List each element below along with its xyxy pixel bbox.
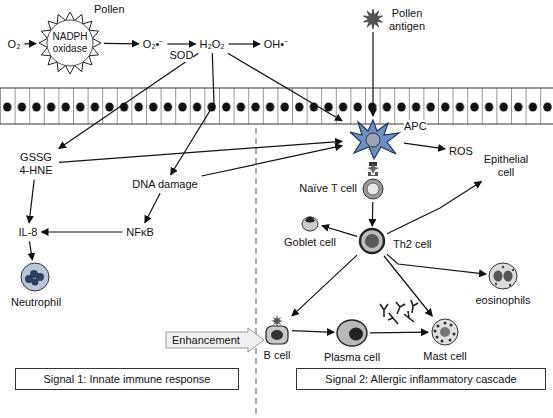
connector-arrow xyxy=(104,43,139,45)
node-label: B cell xyxy=(264,349,291,362)
node-label: H₂O₂ xyxy=(199,38,224,51)
enhancement-arrow: Enhancement xyxy=(166,328,264,352)
goblet-cell: Goblet cell xyxy=(300,212,320,232)
pollen-antigen: Pollen antigen xyxy=(362,8,384,30)
connector-arrow xyxy=(167,43,195,44)
node-label: Th2 cell xyxy=(393,238,432,251)
connector-arrow xyxy=(384,256,432,316)
node-shape xyxy=(300,212,320,232)
b-cell: B cell xyxy=(264,315,290,345)
node-label: ROS xyxy=(449,145,473,158)
ros-label: ROS xyxy=(447,144,475,159)
node-label: GSSG 4-HNE xyxy=(17,151,55,176)
node-label: DNA damage xyxy=(132,178,197,191)
chemical-label: H₂O₂ xyxy=(197,37,226,52)
divider-line xyxy=(255,128,256,418)
connector-arrow xyxy=(322,226,357,237)
signal-box: Signal 1: Innate immune response xyxy=(15,368,239,390)
edge-label: SOD xyxy=(169,49,193,62)
connector-arrow xyxy=(372,202,374,226)
node-shape xyxy=(344,118,402,160)
naive-t-cell: Naïve T cell xyxy=(362,178,384,200)
chemical-label: OH•⁻ xyxy=(262,37,290,52)
connector-arrow xyxy=(229,43,260,44)
node-shape xyxy=(336,318,368,348)
chemical-label: O₂•⁻ xyxy=(141,37,166,52)
connector-arrow xyxy=(29,180,34,223)
epithelial-label: Epithelial cell xyxy=(477,152,535,179)
node-label: Epithelial cell xyxy=(479,153,533,178)
node-label: Neutrophil xyxy=(11,296,61,309)
signal-box: Signal 2: Allergic inflammatory cascade xyxy=(296,368,546,390)
antibodies xyxy=(380,300,418,324)
connector-arrow xyxy=(228,53,342,120)
node-label: IL-8 xyxy=(19,226,38,239)
node-label: Pollen antigen xyxy=(389,7,425,32)
process-label: DNA damage xyxy=(130,177,199,192)
node-label: Signal 2: Allergic inflammatory cascade xyxy=(325,373,516,386)
connector-arrow xyxy=(370,332,428,334)
node-label: APC xyxy=(404,120,427,133)
node-label: Signal 1: Innate immune response xyxy=(44,373,211,386)
connector-arrow xyxy=(29,241,32,260)
node-label: Pollen xyxy=(94,3,125,16)
connector-arrow xyxy=(42,231,123,232)
node-shape xyxy=(488,262,518,290)
connector-arrow xyxy=(202,146,342,176)
connector-arrow xyxy=(292,331,334,333)
node-label: OH•⁻ xyxy=(264,38,288,51)
node-shape xyxy=(264,315,290,345)
connector-arrow xyxy=(292,255,357,316)
node-label: O₂•⁻ xyxy=(143,38,164,51)
eosinophil-cell: eosinophils xyxy=(488,262,518,290)
th2-cell: Th2 cell xyxy=(359,228,385,254)
node-label: NFκB xyxy=(126,226,154,239)
node-label: Mast cell xyxy=(423,350,466,363)
node-label: Naïve T cell xyxy=(299,182,357,195)
node-label: Plasma cell xyxy=(324,351,380,364)
node-shape xyxy=(362,178,384,200)
node-label: Goblet cell xyxy=(284,236,336,249)
node-shape xyxy=(20,262,50,292)
molecule-label: GSSG 4-HNE xyxy=(15,150,57,177)
plasma-cell: Plasma cell xyxy=(336,318,368,348)
apc-cell: APC xyxy=(344,118,402,160)
connector-arrow xyxy=(372,32,373,116)
node-shape xyxy=(362,8,384,30)
antigen-presentation xyxy=(367,162,379,176)
connector-arrow xyxy=(59,141,342,162)
node-label: NADPH oxidase xyxy=(47,31,93,54)
connector-arrow xyxy=(387,254,486,274)
node-label: O₂ xyxy=(8,38,21,51)
epithelium xyxy=(0,88,553,124)
node-shape xyxy=(359,228,385,254)
cytokine-label: IL-8 xyxy=(17,225,40,240)
connector-arrow xyxy=(171,53,214,174)
neutrophil-cell: Neutrophil xyxy=(20,262,50,292)
connector-arrow xyxy=(387,182,481,234)
connector-arrow xyxy=(145,193,160,222)
nadph-oxidase-pollen: PollenNADPH oxidase xyxy=(38,12,102,74)
transcription-factor-label: NFκB xyxy=(124,225,156,240)
node-shape xyxy=(430,318,460,346)
chemical-label: O₂ xyxy=(6,37,23,52)
node-label: Enhancement xyxy=(172,334,240,347)
node-label: eosinophils xyxy=(475,294,530,307)
connector-arrow xyxy=(404,143,445,149)
connector-arrow xyxy=(24,43,36,44)
mast-cell: Mast cell xyxy=(430,318,460,346)
